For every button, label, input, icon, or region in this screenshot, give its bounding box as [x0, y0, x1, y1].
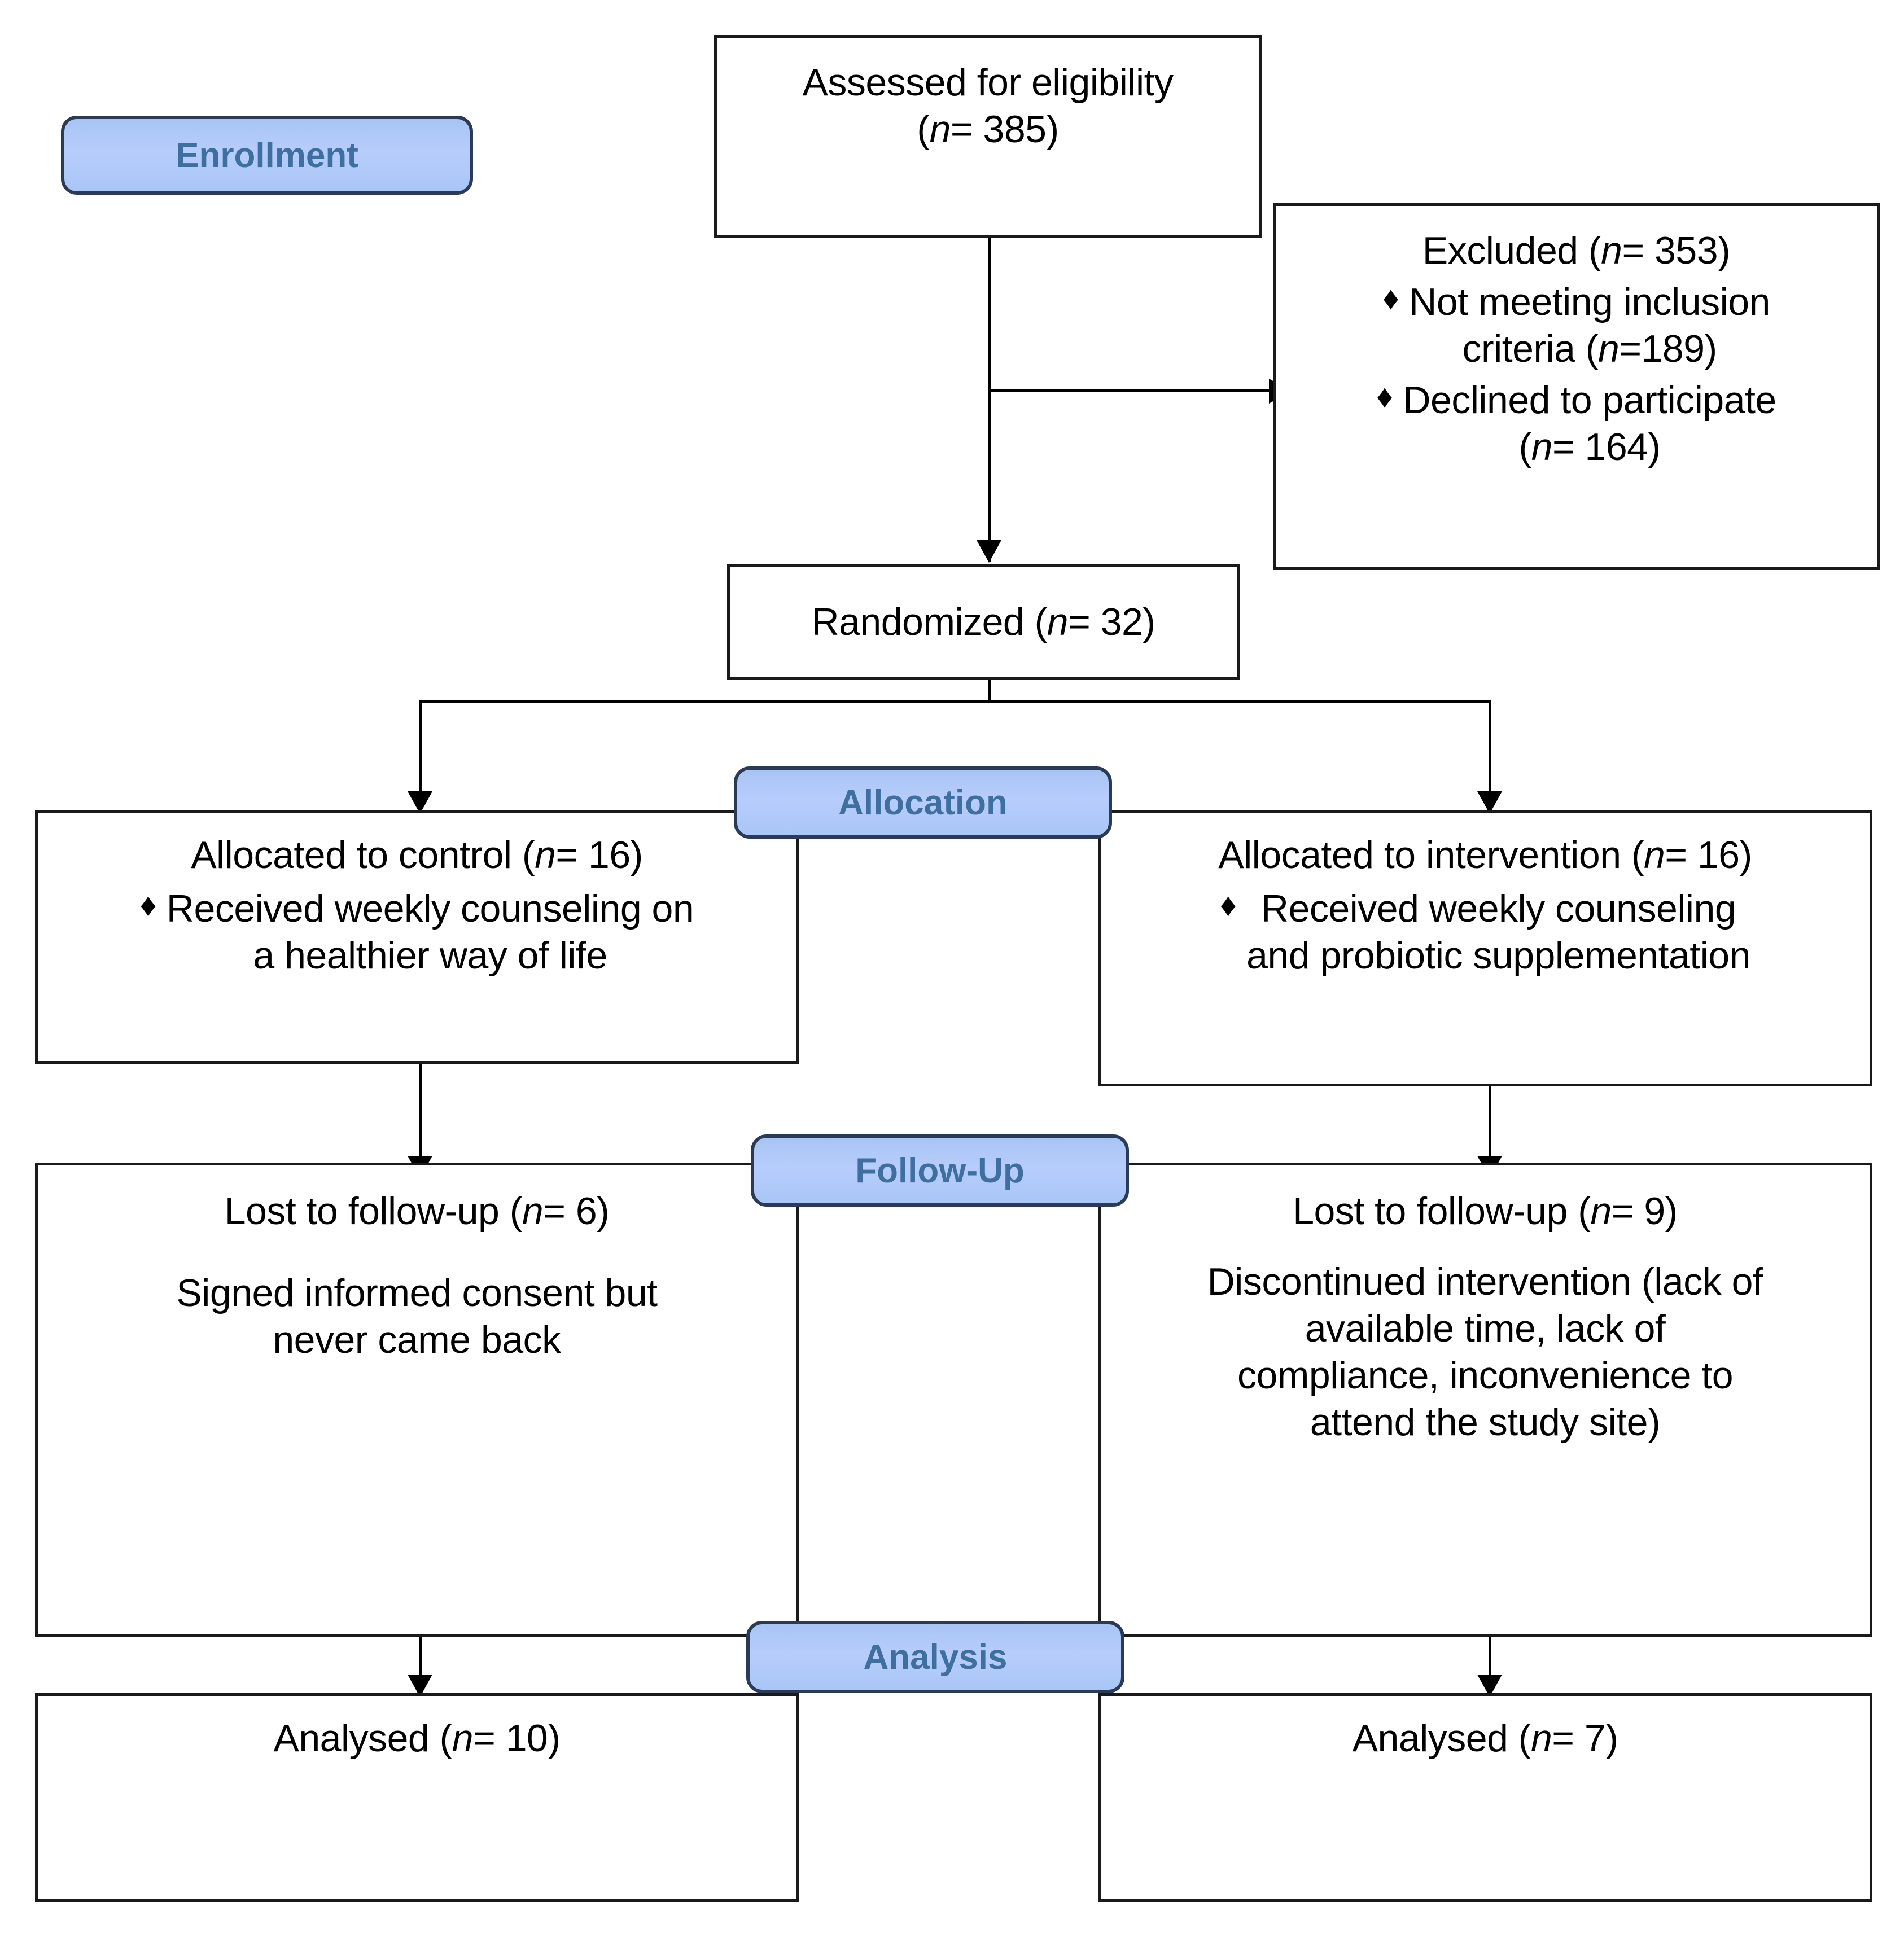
allocation-intervention-bullet: ♦ Received weekly counseling and probiot… [1101, 886, 1870, 979]
analysis-control-text: Analysed (n= 10) [273, 1717, 561, 1760]
connector-assessed-to-randomized [988, 237, 991, 562]
stage-label-analysis: Analysis [863, 1637, 1008, 1677]
connector-intervention-followup-to-analysis [1489, 1603, 1491, 1682]
followup-intervention-body-line-1: Discontinued intervention (lack of [1207, 1260, 1763, 1303]
box-assessed-for-eligibility: Assessed for eligibility (n= 385) [714, 35, 1262, 238]
randomized-text: Randomized (n= 32) [811, 600, 1155, 644]
diamond-bullet-icon: ♦ [1220, 886, 1237, 923]
excluded-bullet-2: ♦ Declined to participate (n= 164) [1276, 377, 1877, 471]
box-allocated-control: Allocated to control (n= 16) ♦ Received … [35, 810, 799, 1064]
box-excluded: Excluded (n= 353) ♦ Not meeting inclusio… [1273, 203, 1880, 570]
box-analysed-control: Analysed (n= 10) [35, 1693, 799, 1902]
box-followup-intervention: Lost to follow-up (n= 9) Discontinued in… [1098, 1163, 1872, 1637]
followup-intervention-title: Lost to follow-up (n= 9) [1293, 1190, 1678, 1233]
stage-label-allocation: Allocation [838, 783, 1008, 822]
connector-intervention-alloc-to-followup [1489, 1084, 1491, 1163]
stage-label-followup: Follow-Up [855, 1151, 1025, 1190]
connector-split-bar [419, 700, 1491, 703]
box-randomized: Randomized (n= 32) [727, 564, 1240, 680]
box-analysed-intervention: Analysed (n= 7) [1098, 1693, 1872, 1902]
excluded-bullet-1: ♦ Not meeting inclusion criteria (n=189) [1276, 279, 1877, 372]
diamond-bullet-icon: ♦ [1382, 279, 1399, 317]
followup-control-body-line-2: never came back [273, 1318, 561, 1361]
arrowhead-to-randomized [977, 540, 1001, 563]
followup-intervention-body-line-3: compliance, inconvenience to [1237, 1353, 1734, 1397]
box-allocated-intervention: Allocated to intervention (n= 16) ♦ Rece… [1098, 810, 1872, 1086]
excluded-title: Excluded (n= 353) [1422, 229, 1731, 272]
allocation-control-bullet-text: Received weekly counseling on a healthie… [166, 887, 694, 977]
followup-control-body-line-1: Signed informed consent but [176, 1271, 658, 1314]
stage-badge-allocation: Allocation [734, 766, 1112, 839]
excluded-bullet-1-text: Not meeting inclusion criteria (n=189) [1409, 280, 1770, 370]
connector-control-followup-to-analysis [419, 1603, 422, 1682]
followup-intervention-body-line-2: available time, lack of [1305, 1307, 1666, 1350]
connector-split-right-drop [1489, 700, 1491, 810]
allocation-intervention-bullet-text: Received weekly counseling and probiotic… [1246, 887, 1750, 977]
followup-control-title: Lost to follow-up (n= 6) [224, 1190, 610, 1233]
diamond-bullet-icon: ♦ [1376, 378, 1393, 415]
analysis-intervention-text: Analysed (n= 7) [1352, 1717, 1618, 1760]
connector-randomized-stem [988, 679, 991, 703]
allocation-control-title: Allocated to control (n= 16) [191, 834, 643, 876]
connector-split-left-drop [419, 700, 422, 810]
box-followup-control: Lost to follow-up (n= 6) Signed informed… [35, 1163, 799, 1637]
connector-branch-to-excluded [988, 389, 1273, 392]
stage-badge-analysis: Analysis [746, 1621, 1124, 1693]
connector-control-alloc-to-followup [419, 1061, 422, 1163]
stage-badge-followup: Follow-Up [751, 1134, 1129, 1207]
assessed-line-2: (n= 385) [917, 107, 1059, 151]
diamond-bullet-icon: ♦ [139, 886, 157, 923]
excluded-bullet-2-text: Declined to participate (n= 164) [1403, 378, 1776, 468]
followup-intervention-body-line-4: attend the study site) [1310, 1400, 1661, 1444]
stage-label-enrollment: Enrollment [176, 135, 358, 175]
stage-badge-enrollment: Enrollment [61, 116, 473, 195]
assessed-line-1: Assessed for eligibility [802, 61, 1174, 104]
allocation-intervention-title: Allocated to intervention (n= 16) [1218, 834, 1752, 876]
allocation-control-bullet: ♦ Received weekly counseling on a health… [38, 886, 796, 979]
